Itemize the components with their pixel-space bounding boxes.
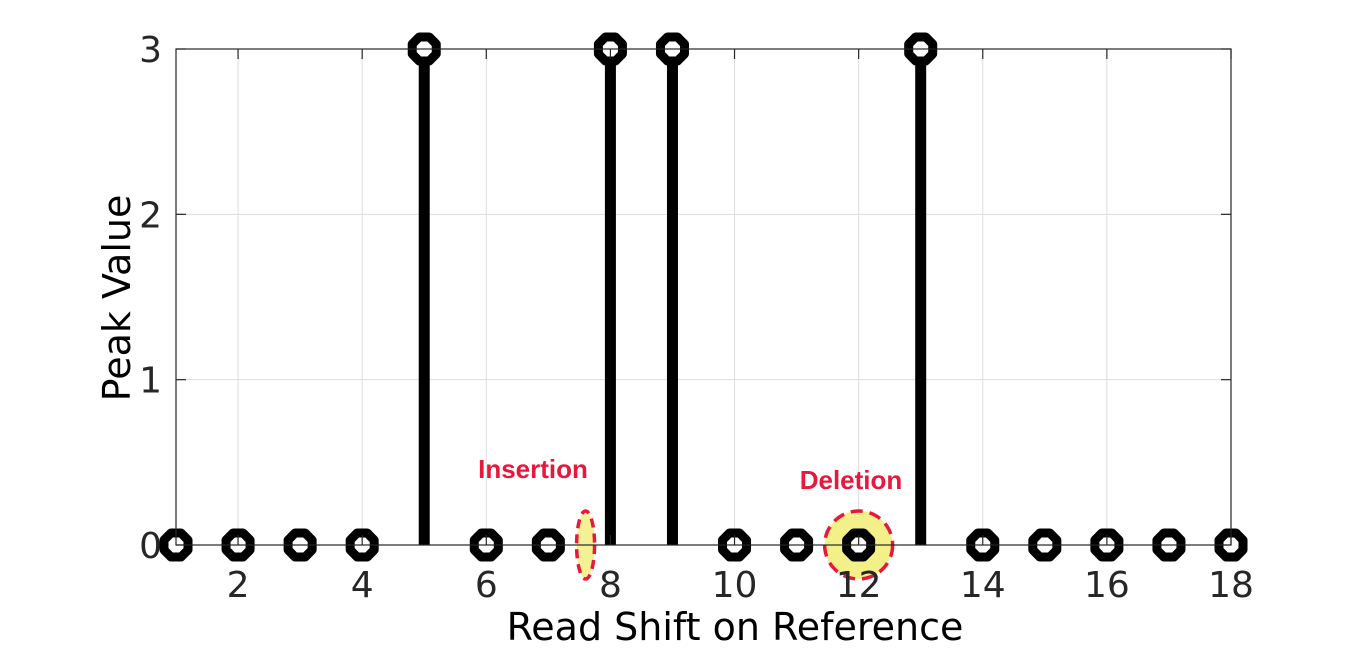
axes-box (175, 48, 1232, 546)
x-tick-label: 18 (1208, 565, 1254, 606)
y-tick-label: 3 (139, 30, 162, 71)
x-axis-title: Read Shift on Reference (507, 605, 964, 649)
y-axis: 0 1 2 3 (139, 30, 1231, 567)
x-tick-label: 4 (351, 565, 374, 606)
x-tick-label: 16 (1084, 565, 1130, 606)
y-tick-label: 2 (139, 195, 162, 236)
y-tick-label: 0 (139, 526, 162, 567)
insertion-label: Insertion (478, 454, 588, 484)
stem-series (418, 49, 927, 545)
x-tick-label: 8 (599, 565, 622, 606)
x-tick-label: 6 (475, 565, 498, 606)
x-tick-label: 10 (712, 565, 758, 606)
y-tick-label: 1 (139, 361, 162, 402)
deletion-label: Deletion (800, 465, 903, 495)
x-axis: 2 4 6 8 10 12 14 16 18 (227, 49, 1254, 606)
y-axis-title: Peak Value (95, 195, 139, 402)
x-tick-label: 2 (227, 565, 250, 606)
plot-area (176, 49, 1231, 545)
x-tick-label: 14 (960, 565, 1006, 606)
stem-markers (159, 32, 1248, 562)
x-tick-label: 12 (836, 565, 882, 606)
